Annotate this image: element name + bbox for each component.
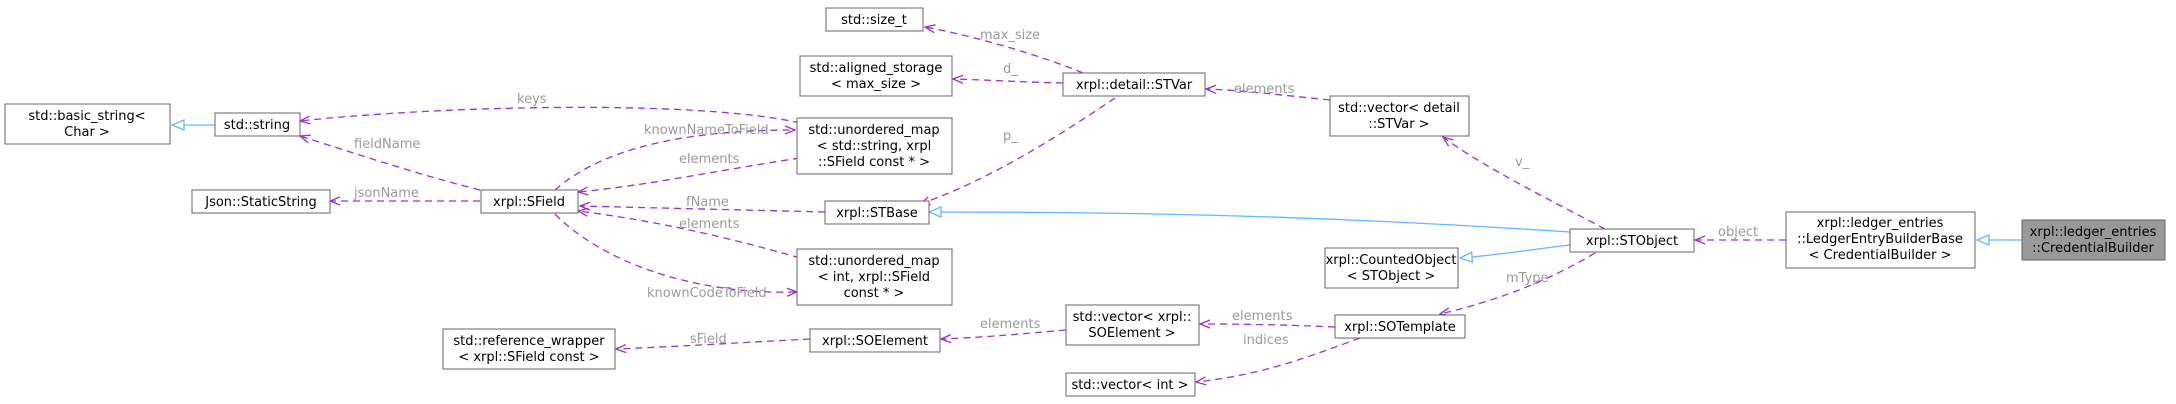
edge-elements-name xyxy=(578,157,801,192)
node-label: std::unordered_map xyxy=(808,254,939,269)
node-label: Char > xyxy=(64,125,110,140)
node-label: const * > xyxy=(844,286,905,301)
edge-label-elements-so: elements xyxy=(980,317,1041,332)
node-label: std::unordered_map xyxy=(808,123,939,138)
node-basic-string[interactable]: std::basic_string< Char > xyxy=(4,103,171,145)
node-size-t[interactable]: std::size_t xyxy=(825,7,924,32)
node-label: xrpl::ledger_entries xyxy=(1817,216,1944,231)
edge-d xyxy=(953,79,1064,83)
edge-label-d: d_ xyxy=(1003,62,1018,77)
edge-elements-tpl xyxy=(1200,324,1336,327)
edge-label-fieldname: fieldName xyxy=(354,137,420,152)
node-label: ::CredentialBuilder xyxy=(2032,241,2154,256)
edge-keys xyxy=(300,106,801,123)
edge-label-max-size: max_size xyxy=(980,28,1040,43)
edge-label-elements-tpl: elements xyxy=(1232,309,1293,324)
node-soelement[interactable]: xrpl::SOElement xyxy=(809,328,941,353)
node-label: xrpl::CountedObject xyxy=(1326,253,1457,268)
node-label: xrpl::STObject xyxy=(1586,234,1678,249)
node-aligned-storage[interactable]: std::aligned_storage < max_size > xyxy=(799,55,953,97)
node-stobject[interactable]: xrpl::STObject xyxy=(1569,228,1695,253)
node-stbase[interactable]: xrpl::STBase xyxy=(824,200,930,225)
node-label: Json::StaticString xyxy=(204,195,317,210)
node-label: std::vector< detail xyxy=(1338,101,1460,116)
edge-elements-stvar xyxy=(1206,89,1331,101)
node-sotemplate[interactable]: xrpl::SOTemplate xyxy=(1334,314,1466,339)
edge-elements-so xyxy=(941,329,1067,339)
node-label: < max_size > xyxy=(831,77,921,92)
node-label: xrpl::SOTemplate xyxy=(1344,320,1455,335)
node-vector-soelement[interactable]: std::vector< xrpl:: SOElement > xyxy=(1065,304,1200,346)
edge-label-elements-code: elements xyxy=(679,217,740,232)
edge-label-p: p_ xyxy=(1003,129,1018,144)
edge-label-knowncodetofield: knownCodeToField xyxy=(647,286,767,301)
node-label: std::string xyxy=(224,118,290,133)
edge-label-indices: indices xyxy=(1243,333,1289,348)
node-label: std::vector< int > xyxy=(1071,378,1188,393)
node-label: xrpl::ledger_entries xyxy=(2030,225,2157,240)
node-counted-object[interactable]: xrpl::CountedObject < STObject > xyxy=(1324,247,1459,289)
node-label: < CredentialBuilder > xyxy=(1809,248,1952,263)
edge-label-object: object xyxy=(1718,225,1758,240)
node-string[interactable]: std::string xyxy=(214,112,301,137)
edge-inherit-stbase-to-stobject xyxy=(929,212,1571,233)
node-sfield[interactable]: xrpl::SField xyxy=(480,189,579,214)
node-label: ::LedgerEntryBuilderBase xyxy=(1797,232,1963,247)
edge-knowncodetofield xyxy=(554,213,797,292)
node-map-name-to-field[interactable]: std::unordered_map < std::string, xrpl :… xyxy=(796,117,953,175)
node-label: < int, xrpl::SField xyxy=(818,270,930,285)
edge-mtype xyxy=(1440,252,1596,314)
node-credential-builder[interactable]: xrpl::ledger_entries ::CredentialBuilder xyxy=(2021,219,2166,261)
node-label: < std::string, xrpl xyxy=(817,139,931,154)
edge-label-v: v_ xyxy=(1515,155,1530,170)
edge-p xyxy=(920,97,1116,204)
node-stvar[interactable]: xrpl::detail::STVar xyxy=(1062,72,1206,97)
edge-label-knownnametofield: knownNameToField xyxy=(644,123,769,138)
node-label: ::STVar > xyxy=(1368,117,1429,132)
node-label: xrpl::detail::STVar xyxy=(1076,78,1193,93)
node-label: xrpl::SOElement xyxy=(822,334,928,349)
node-label: std::vector< xrpl:: xyxy=(1073,310,1192,325)
edge-label-jsonname: jsonName xyxy=(353,186,419,201)
node-label: ::SField const * > xyxy=(818,155,930,170)
edge-elements-code xyxy=(578,211,801,259)
node-label: < xrpl::SField const > xyxy=(458,350,599,365)
node-label: std::basic_string< xyxy=(28,109,145,124)
edge-labels: object v_ mType elements max_size d_ p_ … xyxy=(353,28,1758,348)
node-vector-stvar[interactable]: std::vector< detail ::STVar > xyxy=(1329,95,1470,137)
node-label: std::reference_wrapper xyxy=(453,334,605,349)
edge-sfield-ref xyxy=(616,338,811,349)
edge-label-elements-name: elements xyxy=(679,152,740,167)
edge-max-size xyxy=(925,27,1084,74)
edge-label-elements-stvar: elements xyxy=(1234,82,1295,97)
node-reference-wrapper[interactable]: std::reference_wrapper < xrpl::SField co… xyxy=(442,328,616,370)
edge-knownnametofield xyxy=(554,130,795,191)
node-label: xrpl::STBase xyxy=(836,206,918,221)
edge-label-fname: fName xyxy=(686,195,729,210)
edge-label-mtype: mType xyxy=(1506,271,1549,286)
edge-fname xyxy=(580,206,826,213)
edge-label-keys: keys xyxy=(517,92,547,107)
nodes: xrpl::ledger_entries ::CredentialBuilder… xyxy=(4,7,2166,397)
node-label: SOElement > xyxy=(1088,326,1175,341)
edge-v xyxy=(1443,137,1606,230)
edge-label-sfield-ref: sField xyxy=(690,332,727,347)
edges xyxy=(172,27,2022,382)
edge-inherit-countedobject-to-stobject xyxy=(1460,244,1571,258)
node-label: std::aligned_storage xyxy=(810,61,943,76)
node-vector-int[interactable]: std::vector< int > xyxy=(1065,372,1196,397)
node-label: std::size_t xyxy=(841,13,907,28)
node-label: xrpl::SField xyxy=(493,195,565,210)
node-map-code-to-field[interactable]: std::unordered_map < int, xrpl::SField c… xyxy=(796,248,953,306)
node-label: < STObject > xyxy=(1347,269,1436,284)
edge-indices xyxy=(1196,337,1361,382)
node-ledger-entry-builder-base[interactable]: xrpl::ledger_entries ::LedgerEntryBuilde… xyxy=(1785,211,1976,269)
node-json-static-string[interactable]: Json::StaticString xyxy=(191,189,331,214)
